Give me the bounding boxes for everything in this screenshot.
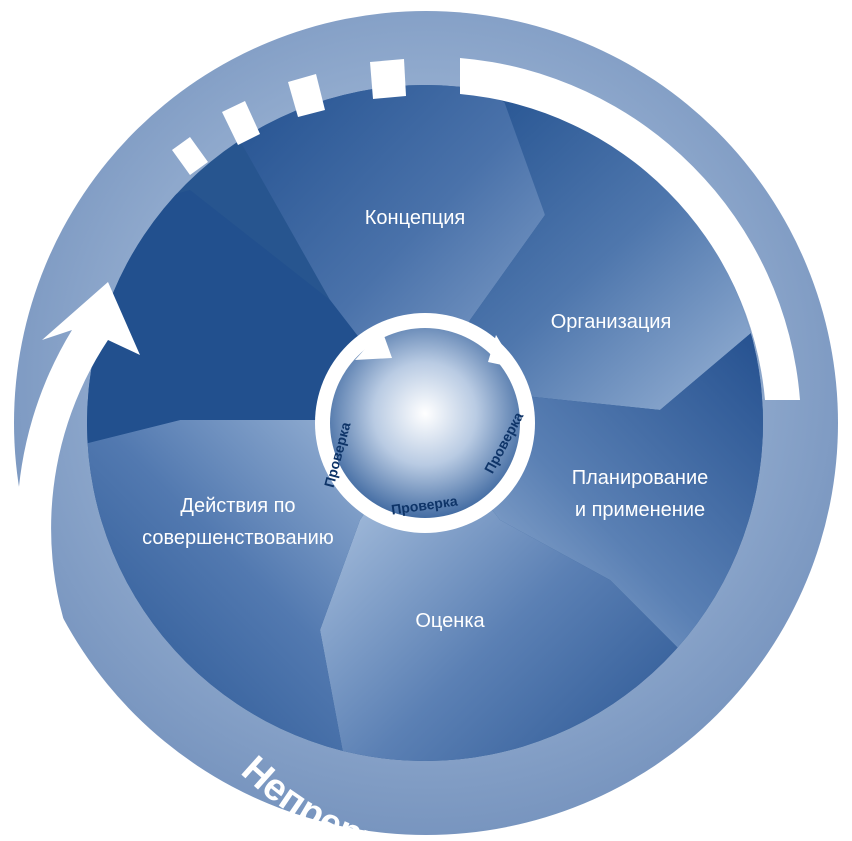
stage-label-deystviya-line2: совершенствованию xyxy=(142,527,334,549)
hub-sphere xyxy=(330,328,520,518)
ring-dash-icon xyxy=(460,58,800,400)
stage-label-organizaciya: Организация xyxy=(551,311,672,333)
hub-arrow-left-icon xyxy=(355,330,392,360)
stage-label-koncepciya: Концепция xyxy=(365,207,465,229)
ring-dash-icon xyxy=(172,137,208,175)
ring-dash-icon xyxy=(288,74,325,117)
hub-arrow-right-icon xyxy=(488,335,516,368)
ring-arrow-icon xyxy=(16,282,140,700)
segment-deystviya xyxy=(87,420,425,761)
stage-label-planirovanie: Планирование xyxy=(572,467,709,489)
stage-label-deystviya: Действия по xyxy=(180,495,295,517)
ring-dash-icon xyxy=(222,101,260,145)
stage-label-ocenka: Оценка xyxy=(415,610,485,632)
ring-dash-icon xyxy=(370,59,406,99)
stage-label-planirovanie-line2: и применение xyxy=(575,499,705,521)
ring-dash-marks xyxy=(172,58,800,400)
